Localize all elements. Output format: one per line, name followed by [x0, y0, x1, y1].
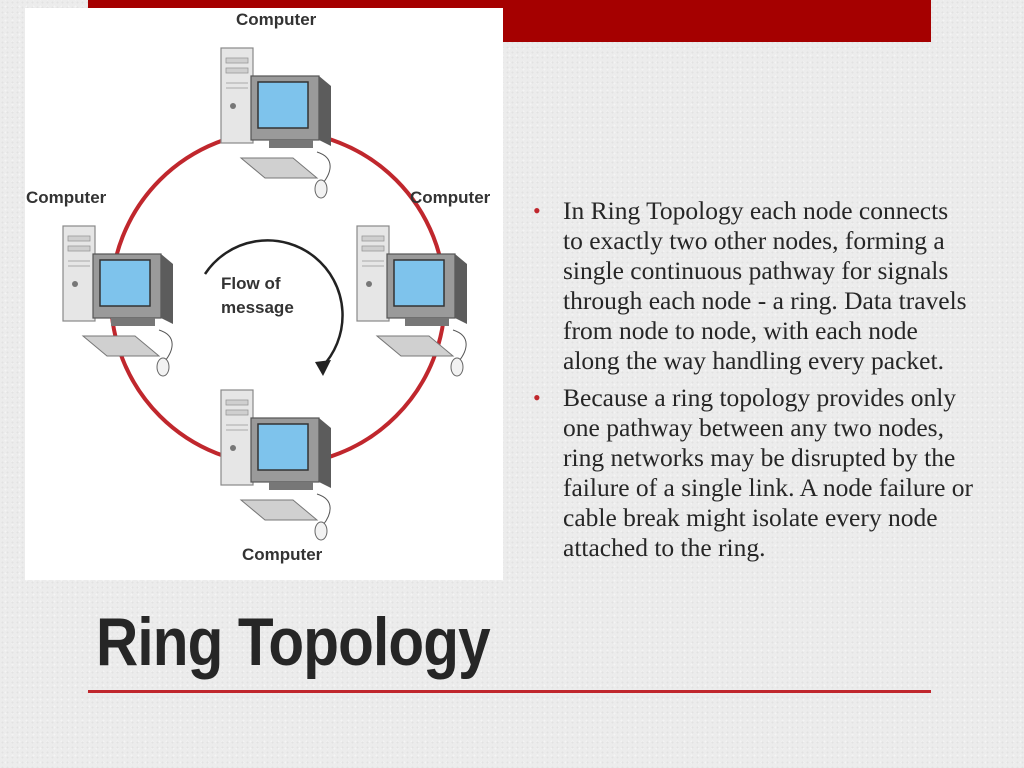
flow-label-line-1: Flow of: [221, 274, 281, 293]
flow-arrowhead: [315, 360, 331, 376]
slide-title: Ring Topology: [96, 604, 491, 680]
flow-arrow: [203, 239, 344, 369]
computer-label-right: Computer: [410, 188, 491, 207]
computer-label-left: Computer: [26, 188, 107, 207]
computer-label-bottom: Computer: [242, 545, 323, 564]
bullet-dot-icon: •: [533, 198, 541, 223]
flow-label-line-2: message: [221, 298, 294, 317]
bullet-item: • In Ring Topology each node connects to…: [533, 196, 973, 376]
bullet-text: Because a ring topology provides only on…: [563, 383, 974, 562]
ring-topology-diagram: Computer Computer Computer Computer Flow…: [25, 8, 503, 580]
bullet-list: • In Ring Topology each node connects to…: [533, 196, 973, 570]
flow-of-message-label: Flow of message: [221, 272, 294, 320]
computer-label-top: Computer: [236, 10, 317, 29]
bullet-text: In Ring Topology each node connects to e…: [563, 196, 967, 375]
bullet-dot-icon: •: [533, 385, 541, 410]
diagram-graphic: [62, 47, 468, 541]
title-underline: [88, 690, 931, 693]
bullet-item: • Because a ring topology provides only …: [533, 383, 973, 563]
